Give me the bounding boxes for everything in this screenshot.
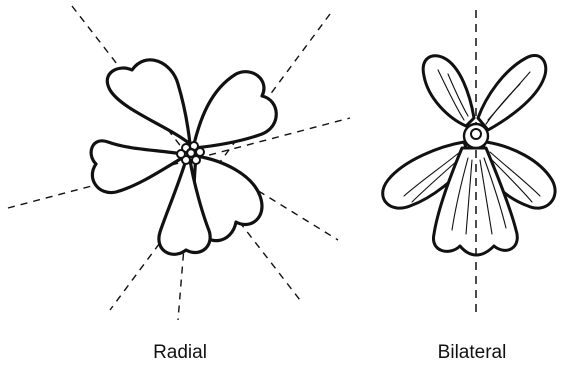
radial-petal bbox=[91, 141, 182, 193]
radial-flower-pistil bbox=[187, 149, 195, 157]
bilateral-center-dot bbox=[471, 129, 481, 139]
bilateral-flower-figure bbox=[383, 10, 555, 312]
radial-petal bbox=[107, 60, 190, 144]
radial-stamen bbox=[196, 148, 204, 156]
bilateral-petals bbox=[383, 55, 555, 255]
radial-petal bbox=[194, 72, 276, 148]
bilateral-caption: Bilateral bbox=[402, 342, 542, 364]
bilateral-flower-center bbox=[464, 124, 488, 148]
radial-stamen bbox=[177, 150, 185, 158]
radial-symmetry-axes bbox=[8, 6, 350, 320]
radial-flower-figure bbox=[8, 6, 350, 320]
radial-caption: Radial bbox=[110, 342, 250, 364]
